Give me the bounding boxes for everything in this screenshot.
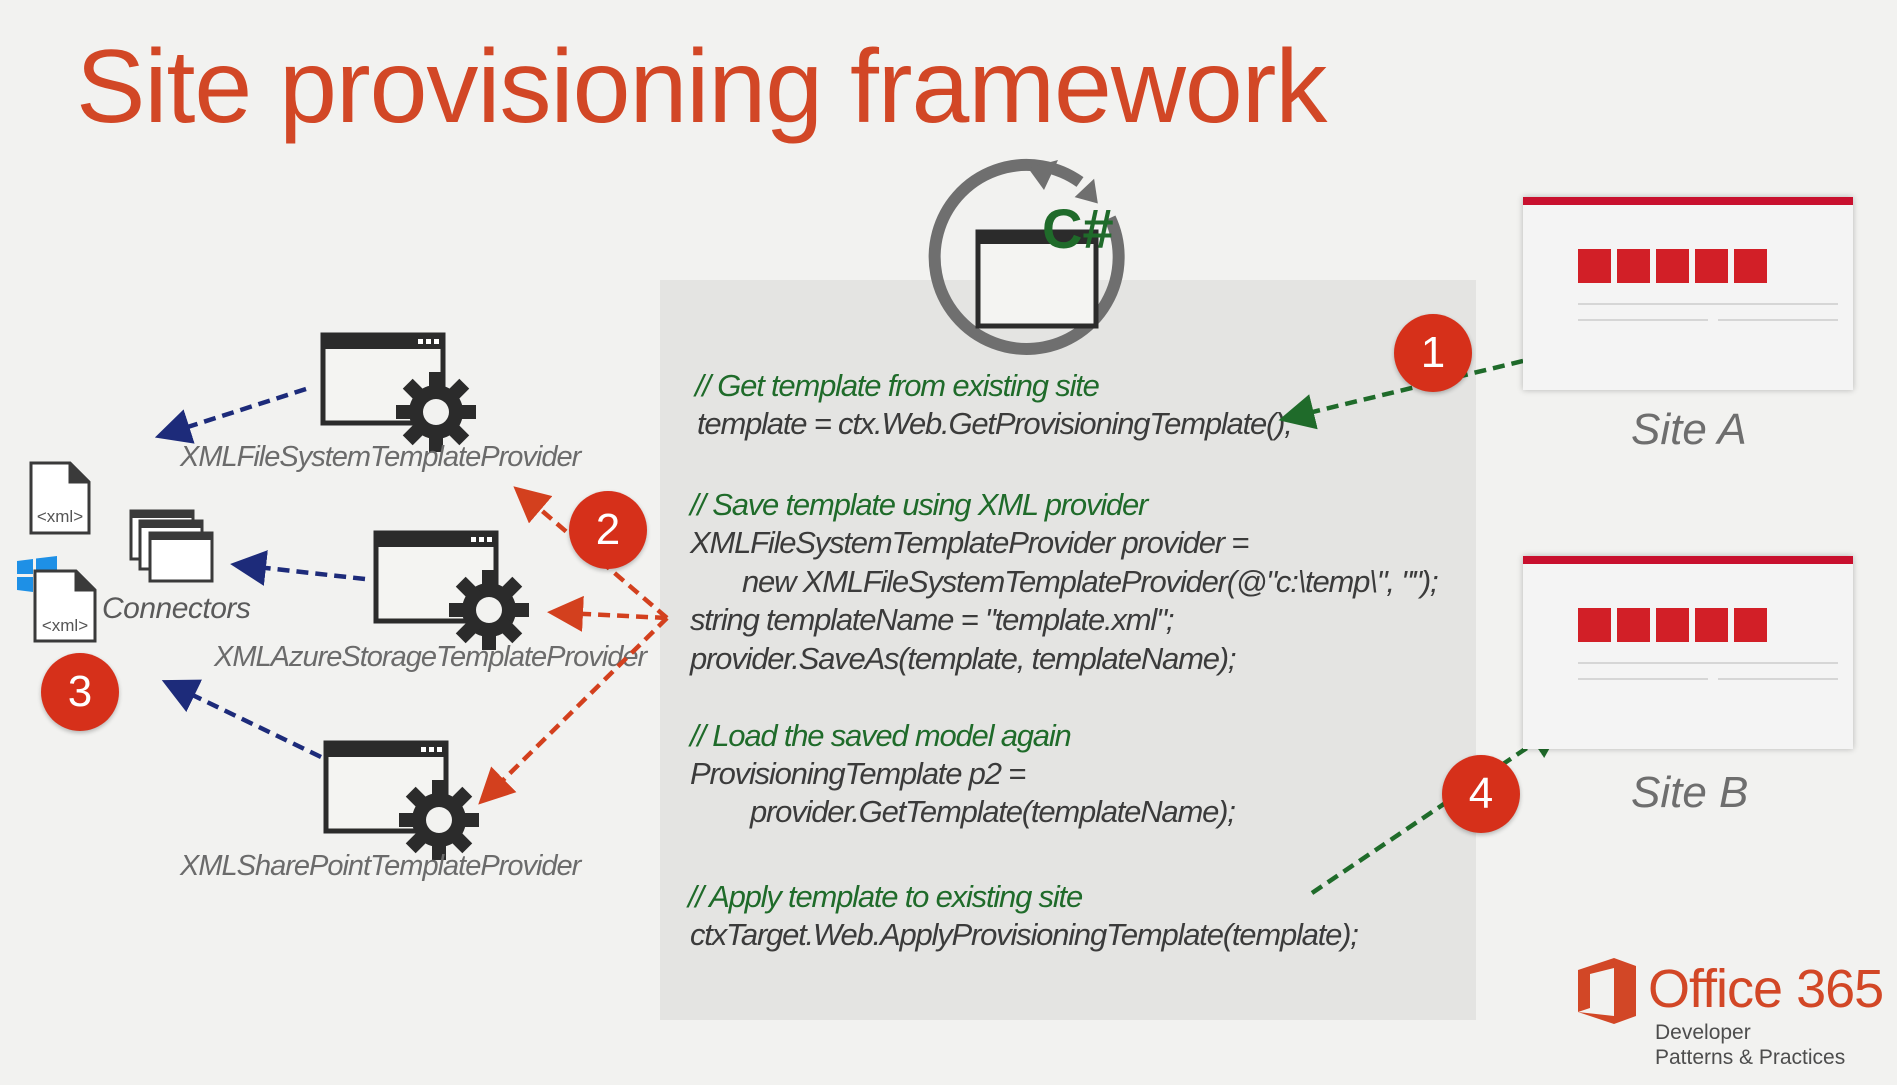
xml-tag-text: <xml>	[42, 616, 88, 635]
arrow-azure-to-connectors	[230, 550, 366, 586]
site-a-tile	[1695, 249, 1728, 283]
arrow-code-to-azure	[547, 595, 668, 632]
connectors-icon	[129, 509, 214, 583]
code-line: template = ctx.Web.GetProvisioningTempla…	[697, 406, 1293, 441]
site-a-tile	[1656, 249, 1689, 283]
site-a-suite-bar	[1523, 197, 1853, 205]
site-a-divider	[1578, 319, 1708, 321]
site-b-divider	[1578, 662, 1838, 664]
site-a-tile	[1734, 249, 1767, 283]
code-line: new XMLFileSystemTemplateProvider(@"c:\t…	[742, 564, 1439, 599]
arrow-filesystem-to-files	[154, 386, 307, 444]
sharepoint-provider-label: XMLSharePointTemplateProvider	[180, 850, 581, 882]
code-line: provider.GetTemplate(templateName);	[750, 794, 1236, 829]
xml-file-icon: <xml>	[33, 569, 97, 643]
code-line: // Save template using XML provider	[690, 487, 1148, 522]
code-line: ProvisioningTemplate p2 =	[690, 756, 1026, 791]
site-a-tiles	[1578, 249, 1767, 283]
site-a-tile	[1617, 249, 1650, 283]
site-a-divider	[1718, 319, 1838, 321]
xml-file-icon: <xml>	[29, 461, 91, 535]
site-b-divider	[1718, 678, 1838, 680]
arrow-code-to-filesystem	[513, 486, 669, 620]
code-line: // Apply template to existing site	[688, 879, 1083, 914]
site-b-tile	[1617, 608, 1650, 642]
office-365-wordmark: Office 365	[1648, 959, 1884, 1019]
site-b-tile	[1578, 608, 1611, 642]
site-b-tile	[1734, 608, 1767, 642]
office-sub-patterns: Patterns & Practices	[1655, 1046, 1846, 1069]
arrow-code-to-sharepoint	[478, 616, 669, 805]
site-a-divider	[1578, 303, 1838, 305]
slide-title: Site provisioning framework	[76, 29, 1327, 145]
step-badge: 2	[569, 491, 647, 569]
azure-provider-icon	[373, 530, 529, 650]
office-sub-developer: Developer	[1655, 1021, 1751, 1044]
filesystem-provider-label: XMLFileSystemTemplateProvider	[180, 441, 581, 473]
xml-tag-text: <xml>	[37, 507, 83, 526]
site-b-divider	[1578, 678, 1708, 680]
arrow-code-to-siteb	[1310, 722, 1564, 895]
site-b-thumbnail	[1523, 556, 1853, 749]
azure-provider-label: XMLAzureStorageTemplateProvider	[214, 641, 647, 673]
code-line: // Get template from existing site	[695, 368, 1100, 403]
csharp-label: C#	[1042, 197, 1114, 260]
csharp-refresh-icon: C#	[928, 158, 1125, 355]
code-panel	[660, 280, 1476, 1020]
arrow-sharepoint-to-files	[161, 679, 322, 760]
code-line: provider.SaveAs(template, templateName);	[690, 641, 1236, 676]
step-badge: 3	[41, 653, 119, 731]
step-badge: 4	[1442, 755, 1520, 833]
filesystem-provider-icon	[320, 332, 476, 452]
office-logo-icon	[1578, 958, 1636, 1024]
code-line: ctxTarget.Web.ApplyProvisioningTemplate(…	[690, 917, 1359, 952]
code-line: // Load the saved model again	[690, 718, 1072, 753]
code-line: string templateName = "template.xml";	[690, 602, 1174, 637]
site-b-suite-bar	[1523, 556, 1853, 564]
site-b-tile	[1656, 608, 1689, 642]
code-line: XMLFileSystemTemplateProvider provider =	[690, 525, 1249, 560]
connectors-label: Connectors	[102, 592, 251, 625]
sharepoint-provider-icon	[323, 740, 479, 860]
site-a-tile	[1578, 249, 1611, 283]
site-a-thumbnail	[1523, 197, 1853, 390]
site-b-tile	[1695, 608, 1728, 642]
site-b-label: Site B	[1631, 768, 1749, 817]
site-b-tiles	[1578, 608, 1767, 642]
step-badge: 1	[1394, 314, 1472, 392]
site-a-label: Site A	[1631, 405, 1747, 454]
